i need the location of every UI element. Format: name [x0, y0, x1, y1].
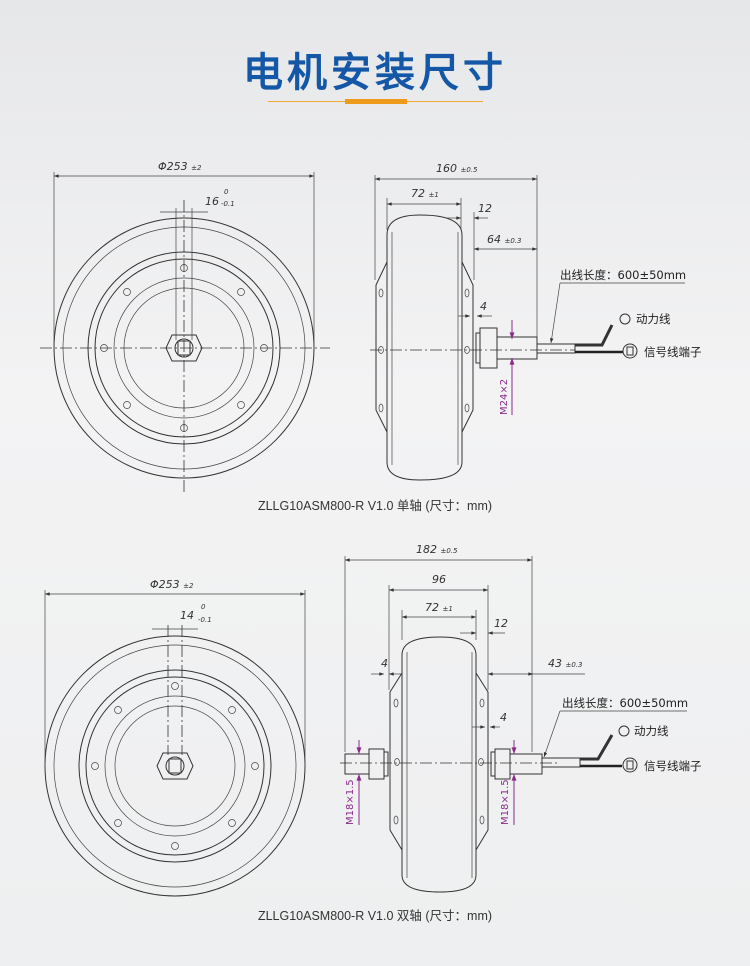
single-gap-dim: 4: [480, 300, 487, 313]
single-width-dim: 72 ±1: [411, 187, 439, 200]
double-diameter-dim: Φ253 ±2: [150, 578, 194, 591]
tol-lower: -0.1: [198, 616, 212, 624]
double-thread-left-label: M18×1.5: [345, 779, 356, 825]
single-power-wire-label: 动力线: [636, 312, 671, 326]
single-cable-length: 出线长度：600±50mm: [560, 268, 686, 282]
single-side-view: 160 ±0.5 72 ±1 12 64 ±0.3 4 M24×2 出线长度：6…: [370, 162, 702, 481]
double-gap-left-dim: 4: [381, 657, 388, 670]
single-slot-dim: 16: [205, 195, 219, 208]
double-slot-dim: 14: [180, 609, 194, 622]
double-thread-right-label: M18×1.5: [500, 779, 511, 825]
double-width-dim: 72 ±1: [425, 601, 453, 614]
double-flange-dim: 12: [494, 617, 508, 630]
single-signal-terminal-label: 信号线端子: [644, 345, 702, 359]
tol-upper: 0: [224, 188, 229, 196]
double-power-wire-label: 动力线: [634, 724, 669, 738]
single-flange-dim: 12: [478, 202, 492, 215]
single-shaft-dim: 64 ±0.3: [487, 233, 522, 246]
double-gap-right-dim: 4: [500, 711, 507, 724]
tol-lower: -0.1: [221, 200, 235, 208]
double-front-view: Φ253 ±2 14 0 -0.1: [44, 578, 306, 897]
double-shaft-dim: 43 ±0.3: [548, 657, 583, 670]
single-diameter-dim: Φ253 ±2: [158, 160, 202, 173]
single-overall-dim: 160 ±0.5: [436, 162, 478, 175]
page-title: 电机安装尺寸: [243, 50, 507, 96]
double-signal-terminal-label: 信号线端子: [644, 759, 702, 773]
title-accent-bar: [345, 99, 407, 104]
double-side-view: 182 ±0.5 96 72 ±1 12 43 ±0.3 4 4 M18×1.5…: [340, 543, 702, 893]
double-shaft-caption: ZLLG10ASM800-R V1.0 双轴 (尺寸：mm): [258, 908, 492, 923]
tol-upper: 0: [201, 603, 206, 611]
double-hub-dim: 96: [432, 573, 446, 586]
double-cable-length: 出线长度：600±50mm: [562, 696, 688, 710]
single-thread-label: M24×2: [499, 379, 510, 415]
single-shaft-caption: ZLLG10ASM800-R V1.0 单轴 (尺寸：mm): [258, 498, 492, 513]
double-overall-dim: 182 ±0.5: [416, 543, 458, 556]
single-front-view: Φ253 ±2 16 0 -0.1: [40, 160, 330, 495]
